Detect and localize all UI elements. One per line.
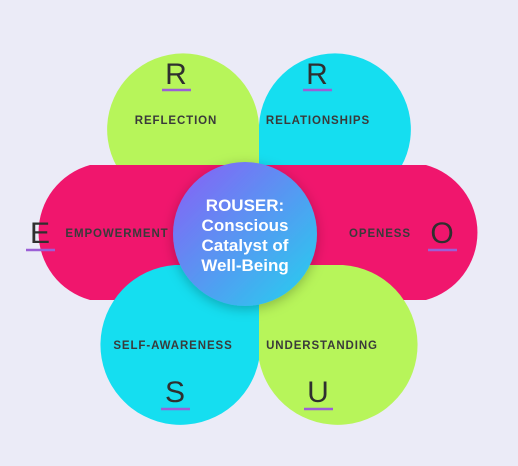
petal-self-awareness-letter: S [165, 376, 185, 409]
petal-empowerment-letter: E [30, 217, 50, 250]
petal-empowerment-label: EMPOWERMENT [65, 228, 168, 240]
petal-understanding: U UNDERSTANDING [259, 265, 418, 425]
center-circle [173, 162, 317, 306]
petal-openess-letter: O [430, 217, 453, 250]
center-line-2: Conscious [202, 216, 289, 235]
center-line-3: Catalyst of [202, 236, 289, 255]
petal-understanding-shape [259, 265, 418, 425]
petal-self-awareness: S SELF-AWARENESS [100, 265, 259, 425]
petal-understanding-label: UNDERSTANDING [266, 340, 378, 352]
center-hub: ROUSER: Conscious Catalyst of Well-Being [173, 162, 317, 306]
petal-relationships-letter: R [306, 58, 328, 91]
petal-understanding-letter: U [307, 376, 329, 409]
petal-reflection-label: REFLECTION [135, 115, 217, 127]
center-line-1: ROUSER: [206, 196, 284, 215]
petal-relationships-label: RELATIONSHIPS [266, 115, 370, 127]
petal-self-awareness-label: SELF-AWARENESS [113, 340, 232, 352]
petal-openess-label: OPENESS [349, 228, 411, 240]
center-line-4: Well-Being [201, 256, 289, 275]
petal-self-awareness-shape [100, 265, 259, 425]
petal-reflection-letter: R [165, 58, 187, 91]
